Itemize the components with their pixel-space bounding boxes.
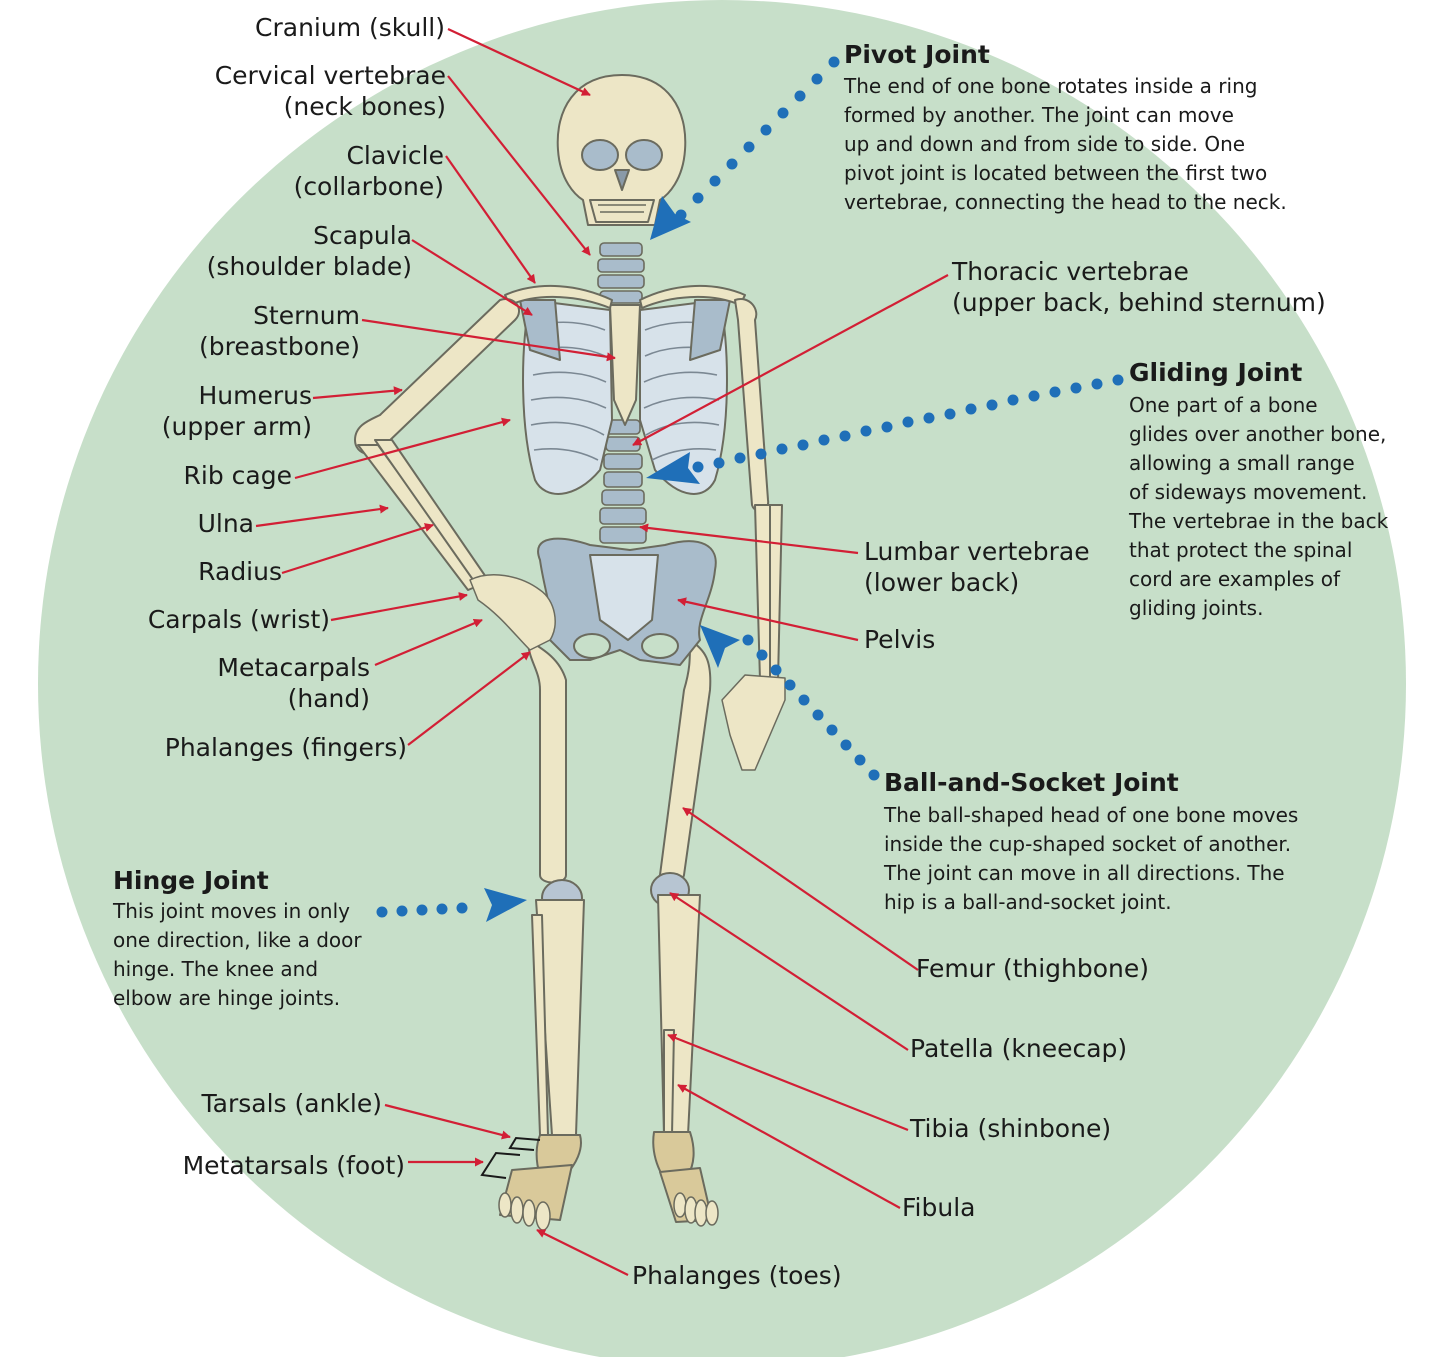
label-pelvis: Pelvis xyxy=(864,624,935,655)
label-phalanges-toes: Phalanges (toes) xyxy=(632,1260,842,1291)
pivot-joint-title: Pivot Joint xyxy=(844,40,990,70)
label-sternum: Sternum(breastbone) xyxy=(199,300,360,362)
label-phalanges-fingers: Phalanges (fingers) xyxy=(165,732,407,763)
label-tarsals: Tarsals (ankle) xyxy=(202,1088,382,1119)
label-tibia: Tibia (shinbone) xyxy=(910,1113,1111,1144)
label-metacarpals: Metacarpals(hand) xyxy=(217,652,370,714)
label-patella: Patella (kneecap) xyxy=(910,1033,1127,1064)
label-thoracic-vertebrae: Thoracic vertebrae(upper back, behind st… xyxy=(952,256,1326,318)
label-ulna: Ulna xyxy=(198,508,254,539)
ball-socket-joint-title: Ball-and-Socket Joint xyxy=(884,768,1179,798)
label-cervical-vertebrae: Cervical vertebrae(neck bones) xyxy=(215,60,446,122)
pivot-joint-description: The end of one bone rotates inside a rin… xyxy=(844,72,1287,217)
label-clavicle: Clavicle(collarbone) xyxy=(294,140,444,202)
label-lumbar-vertebrae: Lumbar vertebrae(lower back) xyxy=(864,536,1090,598)
label-fibula: Fibula xyxy=(902,1192,976,1223)
gliding-joint-title: Gliding Joint xyxy=(1129,358,1302,388)
hinge-joint-title: Hinge Joint xyxy=(113,866,269,896)
label-carpals: Carpals (wrist) xyxy=(148,604,330,635)
label-rib-cage: Rib cage xyxy=(184,460,292,491)
label-scapula: Scapula(shoulder blade) xyxy=(207,220,412,282)
label-humerus: Humerus(upper arm) xyxy=(162,380,312,442)
label-femur: Femur (thighbone) xyxy=(916,953,1149,984)
label-radius: Radius xyxy=(198,556,282,587)
label-cranium: Cranium (skull) xyxy=(255,12,445,43)
label-metatarsals: Metatarsals (foot) xyxy=(183,1150,405,1181)
